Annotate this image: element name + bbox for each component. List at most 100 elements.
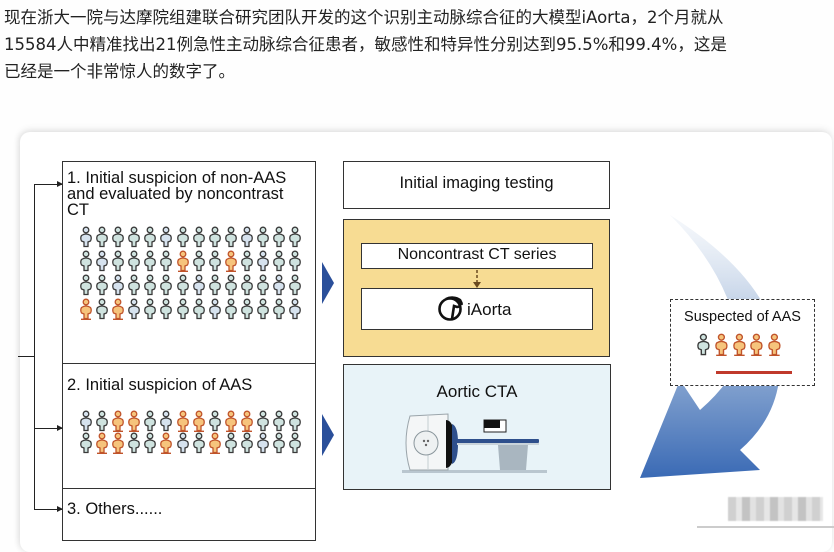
section-divider bbox=[62, 488, 316, 489]
patient-figure bbox=[273, 274, 286, 296]
patient-figure bbox=[192, 274, 205, 296]
patient-figure-aas bbox=[224, 410, 237, 432]
patient-figure bbox=[128, 226, 141, 248]
ct-scanner-icon bbox=[402, 413, 547, 473]
aortic-cta-panel bbox=[343, 364, 611, 490]
patient-figure bbox=[289, 410, 302, 432]
patient-figure bbox=[192, 298, 205, 320]
patient-figure bbox=[224, 274, 237, 296]
patient-figure bbox=[96, 410, 108, 432]
patient-figure-aas bbox=[96, 432, 108, 454]
patient-figure bbox=[96, 298, 108, 320]
patient-figure bbox=[128, 432, 141, 454]
patient-figure bbox=[128, 250, 141, 272]
patient-figure bbox=[273, 226, 286, 248]
arrow-to-section-1 bbox=[34, 180, 63, 187]
patient-figure bbox=[289, 250, 302, 272]
patient-figure bbox=[241, 274, 253, 296]
patient-figure bbox=[192, 250, 205, 272]
article-line: 已经是一个非常惊人的数字了。 bbox=[4, 62, 235, 81]
patient-figure bbox=[176, 432, 189, 454]
patient-figure-aas bbox=[112, 298, 125, 320]
section-divider bbox=[62, 363, 316, 364]
patient-figure-aas bbox=[176, 410, 189, 432]
iaorta-logo-icon bbox=[438, 296, 463, 321]
section-1-patient-grid bbox=[78, 226, 303, 320]
patient-sections-box bbox=[62, 161, 316, 541]
suspected-aas-label: Suspected of AAS bbox=[684, 309, 801, 325]
patient-figure-aas bbox=[192, 410, 205, 432]
patient-figure bbox=[257, 250, 269, 272]
arrow-to-section-2 bbox=[34, 424, 63, 431]
patient-figure bbox=[257, 274, 269, 296]
section-1-label-line: and evaluated by noncontrast bbox=[67, 185, 284, 203]
patient-figure-aas bbox=[750, 333, 763, 357]
iaorta-box bbox=[361, 288, 593, 330]
patient-figure-aas bbox=[732, 333, 746, 357]
section-1-label: 1. Initial suspicion of non-AAS and eval… bbox=[67, 170, 286, 219]
patient-figure bbox=[241, 298, 253, 320]
patient-figure-aas bbox=[112, 432, 125, 454]
flow-arrow-icon bbox=[322, 262, 334, 304]
patient-figure bbox=[192, 226, 205, 248]
patient-figure bbox=[208, 226, 221, 248]
patient-figure-aas bbox=[80, 298, 92, 320]
suspected-patient-figures bbox=[695, 333, 783, 357]
patient-figure bbox=[176, 226, 189, 248]
bracket-stub bbox=[18, 356, 34, 357]
noncontrast-ct-box bbox=[361, 243, 593, 269]
patient-figure bbox=[144, 410, 157, 432]
patient-figure bbox=[80, 410, 92, 432]
patient-figure bbox=[160, 250, 173, 272]
patient-figure bbox=[80, 226, 92, 248]
watermark-underline bbox=[697, 526, 834, 528]
patient-figure bbox=[224, 298, 237, 320]
patient-figure bbox=[224, 226, 237, 248]
arrow-to-section-3 bbox=[34, 505, 63, 512]
patient-figure bbox=[96, 226, 108, 248]
patient-figure bbox=[128, 298, 141, 320]
patient-figure bbox=[160, 274, 173, 296]
section-2-label: 2. Initial suspicion of AAS bbox=[67, 376, 253, 394]
patient-figure bbox=[80, 250, 92, 272]
patient-figure bbox=[241, 226, 253, 248]
patient-figure-aas bbox=[208, 432, 221, 454]
article-text: 现在浙大一院与达摩院组建联合研究团队开发的这个识别主动脉综合征的大模型iAort… bbox=[4, 4, 834, 85]
patient-figure bbox=[144, 274, 157, 296]
aortic-cta-label: Aortic CTA bbox=[436, 382, 518, 401]
noncontrast-ct-label: Noncontrast CT series bbox=[397, 246, 557, 263]
curved-feedback-arrow-icon bbox=[640, 215, 780, 478]
patient-figure-aas bbox=[224, 250, 237, 272]
patient-figure bbox=[96, 274, 108, 296]
patient-figure bbox=[241, 250, 253, 272]
bracket-line bbox=[34, 184, 35, 509]
patient-figure bbox=[176, 298, 189, 320]
highlight-underline bbox=[716, 371, 792, 374]
patient-figure bbox=[112, 274, 125, 296]
patient-figure bbox=[80, 274, 92, 296]
article-line: 15584人中精准找出21例急性主动脉综合征患者，敏感性和特异性分别达到95.5… bbox=[4, 35, 727, 54]
patient-figure bbox=[128, 274, 141, 296]
patient-figure bbox=[208, 410, 221, 432]
dashed-arrow-icon bbox=[473, 270, 481, 288]
patient-figure bbox=[160, 298, 173, 320]
article-line: 现在浙大一院与达摩院组建联合研究团队开发的这个识别主动脉综合征的大模型iAort… bbox=[4, 8, 724, 27]
patient-figure bbox=[144, 250, 157, 272]
patient-figure bbox=[289, 432, 302, 454]
patient-figure bbox=[80, 432, 92, 454]
flow-arrow-icon bbox=[322, 414, 334, 456]
blurred-watermark bbox=[728, 497, 823, 521]
patient-figure bbox=[257, 410, 269, 432]
patient-figure bbox=[192, 432, 205, 454]
patient-figure bbox=[208, 250, 221, 272]
patient-figure bbox=[208, 298, 221, 320]
initial-imaging-label: Initial imaging testing bbox=[399, 174, 554, 192]
patient-figure bbox=[257, 432, 269, 454]
patient-figure-aas bbox=[241, 410, 253, 432]
section-2-patient-grid bbox=[78, 410, 303, 454]
patient-figure bbox=[289, 226, 302, 248]
patient-figure bbox=[697, 333, 710, 356]
patient-figure bbox=[273, 432, 286, 454]
patient-figure bbox=[208, 274, 221, 296]
patient-figure bbox=[112, 226, 125, 248]
